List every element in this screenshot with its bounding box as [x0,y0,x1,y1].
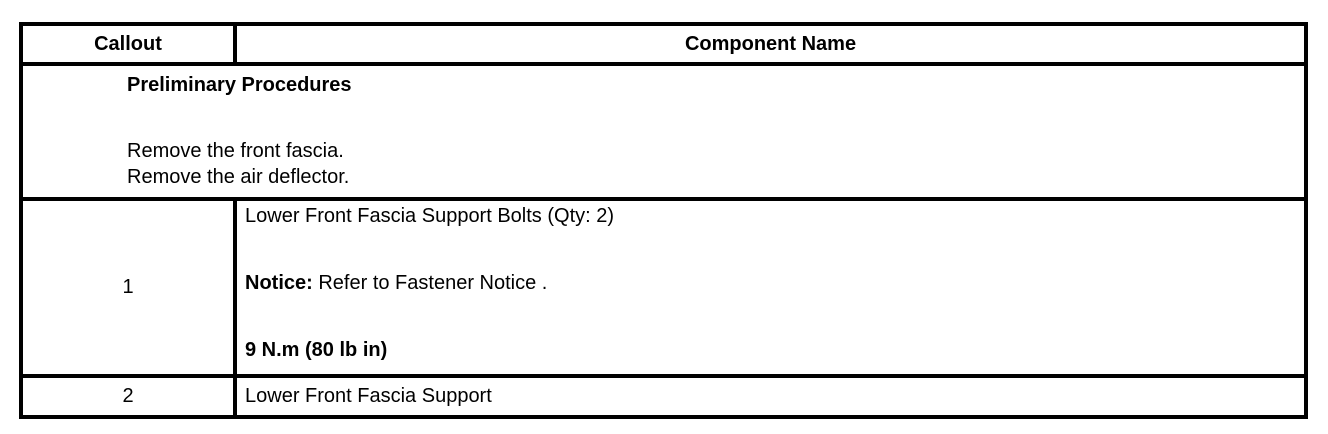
header-callout: Callout [23,26,237,62]
component-name-1: Lower Front Fascia Support Bolts (Qty: 2… [245,205,615,227]
preliminary-step-1: Remove the front fascia. [127,140,344,162]
notice-label: Notice: [245,272,313,294]
header-component-name: Component Name [684,32,857,55]
preliminary-procedures-title: Preliminary Procedures [127,74,352,96]
table-row-1: 1 Lower Front Fascia Support Bolts (Qty:… [23,201,1304,378]
notice-line: Notice: Refer to Fastener Notice . [245,272,1294,294]
callout-number-1: 1 [23,201,237,374]
table-header-row: Callout Component Name [23,26,1304,66]
table-row-2: 2 Lower Front Fascia Support [23,378,1304,415]
notice-text: Refer to Fastener Notice . [312,272,548,294]
component-cell-1: Lower Front Fascia Support Bolts (Qty: 2… [237,201,1304,374]
preliminary-procedures-row: Preliminary Procedures Remove the front … [23,66,1304,201]
preliminary-step-2: Remove the air deflector. [127,166,350,188]
callout-number-2: 2 [23,378,237,415]
component-name-2: Lower Front Fascia Support [245,385,492,407]
torque-spec: 9 N.m (80 lb in) [245,339,388,361]
component-callout-table: Callout Component Name Preliminary Proce… [19,22,1308,419]
preliminary-procedures-cell: Preliminary Procedures Remove the front … [23,66,1304,197]
